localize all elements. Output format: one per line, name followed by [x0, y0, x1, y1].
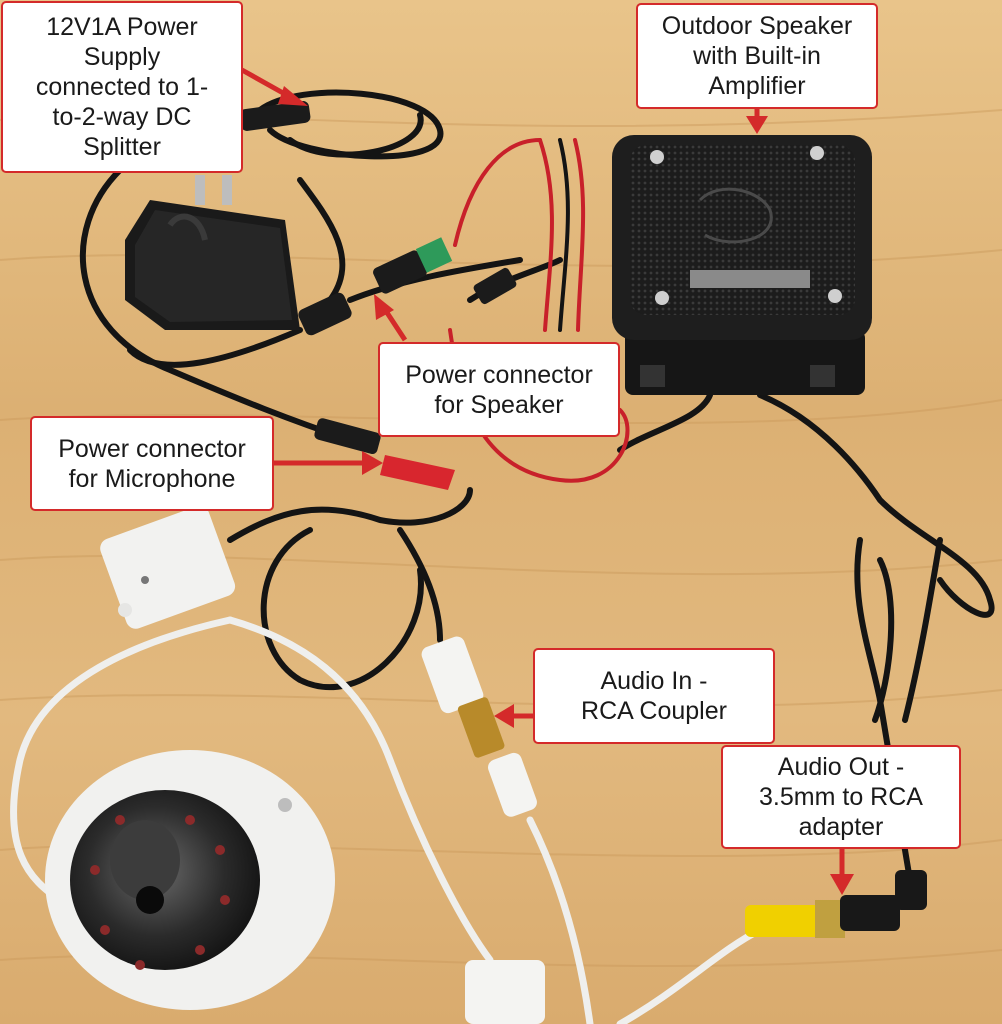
white-cable [10, 616, 764, 1024]
dome-camera-icon [45, 750, 545, 1024]
pointer-arrows [240, 67, 854, 895]
callout-audio-out: Audio Out - 3.5mm to RCA adapter [721, 745, 961, 849]
rca-coupler-icon [421, 636, 537, 817]
speaker-icon [612, 135, 872, 395]
power-adapter-icon [125, 175, 300, 330]
callout-power-mic-text: Power connector for Microphone [58, 434, 246, 493]
callout-power-supply-text: 12V1A Power Supply connected to 1- to-2-… [35, 13, 209, 161]
callout-power-supply: 12V1A Power Supply connected to 1- to-2-… [1, 1, 243, 173]
callout-audio-in: Audio In - RCA Coupler [533, 648, 775, 744]
callout-power-mic: Power connector for Microphone [30, 416, 274, 511]
callout-audio-out-text: Audio Out - 3.5mm to RCA adapter [759, 753, 923, 841]
rca-red-plug [314, 418, 455, 490]
callout-speaker: Outdoor Speaker with Built-in Amplifier [636, 3, 878, 109]
callout-audio-in-text: Audio In - RCA Coupler [581, 667, 727, 725]
microphone-icon [100, 505, 236, 629]
black-cables [79, 89, 995, 883]
callout-power-speaker: Power connector for Speaker [378, 342, 620, 437]
dc-splitter-icon [239, 101, 517, 336]
callout-speaker-text: Outdoor Speaker with Built-in Amplifier [661, 12, 853, 100]
callout-power-speaker-text: Power connector for Speaker [405, 360, 593, 419]
audio-adapter-icon [745, 870, 927, 938]
